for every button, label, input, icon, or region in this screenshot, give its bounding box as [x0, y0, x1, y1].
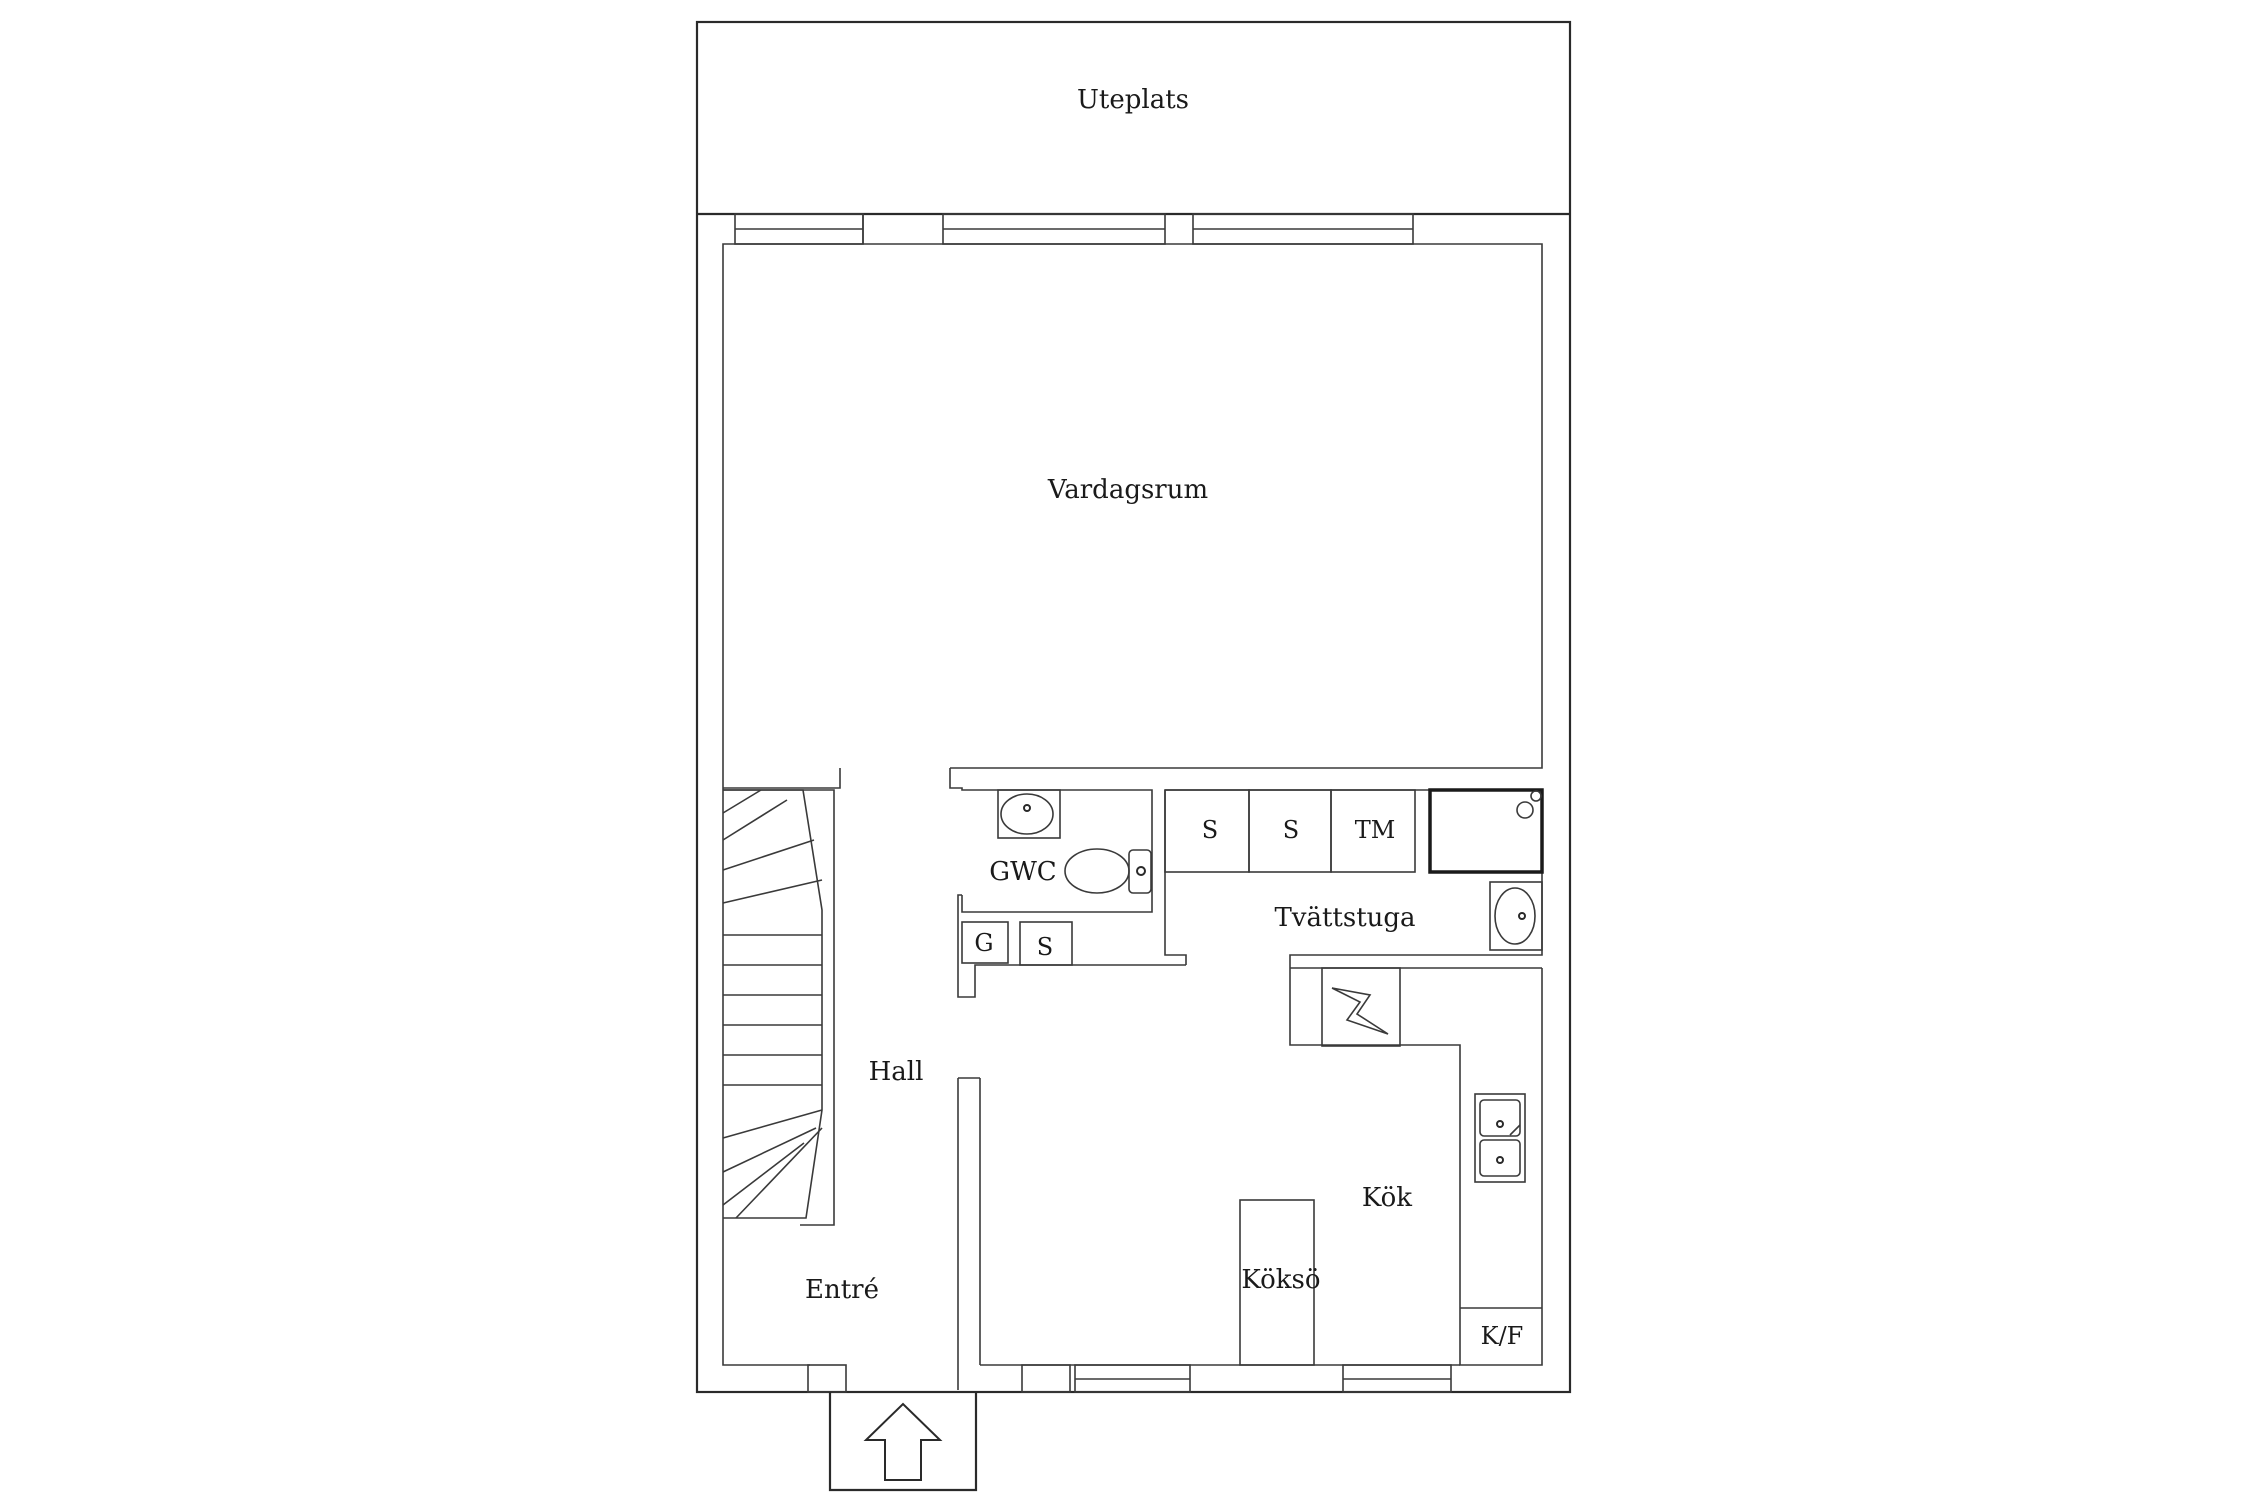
toilet-icon [1064, 848, 1152, 894]
room-label-kokso: Köksö [1241, 1265, 1320, 1295]
fixture-label-kf: K/F [1481, 1322, 1524, 1350]
fixture-label-storage-hall: S [1037, 933, 1053, 961]
exterior-walls [695, 20, 1572, 1394]
room-label-uteplats: Uteplats [1077, 85, 1189, 115]
staircase-icon [722, 789, 835, 1226]
room-label-gwc: GWC [989, 857, 1056, 887]
room-label-vardagsrum: Vardagsrum [1047, 475, 1208, 505]
fixture-label-storage-2: S [1283, 816, 1299, 844]
fixture-label-storage-1: S [1202, 816, 1218, 844]
room-label-hall: Hall [869, 1057, 924, 1087]
laundry-cabinets [1164, 789, 1416, 873]
stove-icon [1321, 967, 1401, 1047]
entrance-porch [828, 1392, 978, 1492]
hall-cabinets [961, 921, 1073, 966]
windows-bottom [807, 1364, 1452, 1393]
kitchen-island [1239, 1199, 1315, 1366]
fixture-label-g: G [974, 929, 993, 957]
windows-top [734, 213, 1414, 245]
washbasin-icon-laundry [1489, 881, 1543, 951]
fixture-label-tumbler: TM [1355, 816, 1396, 844]
entrance-arrow-icon [863, 1402, 943, 1481]
room-label-kok: Kök [1362, 1183, 1412, 1213]
room-label-tvattstuga: Tvättstuga [1274, 903, 1415, 933]
double-sink-icon [1474, 1093, 1526, 1183]
shower-icon [1428, 788, 1544, 874]
washbasin-icon [997, 789, 1061, 839]
room-label-entre: Entré [805, 1275, 879, 1305]
